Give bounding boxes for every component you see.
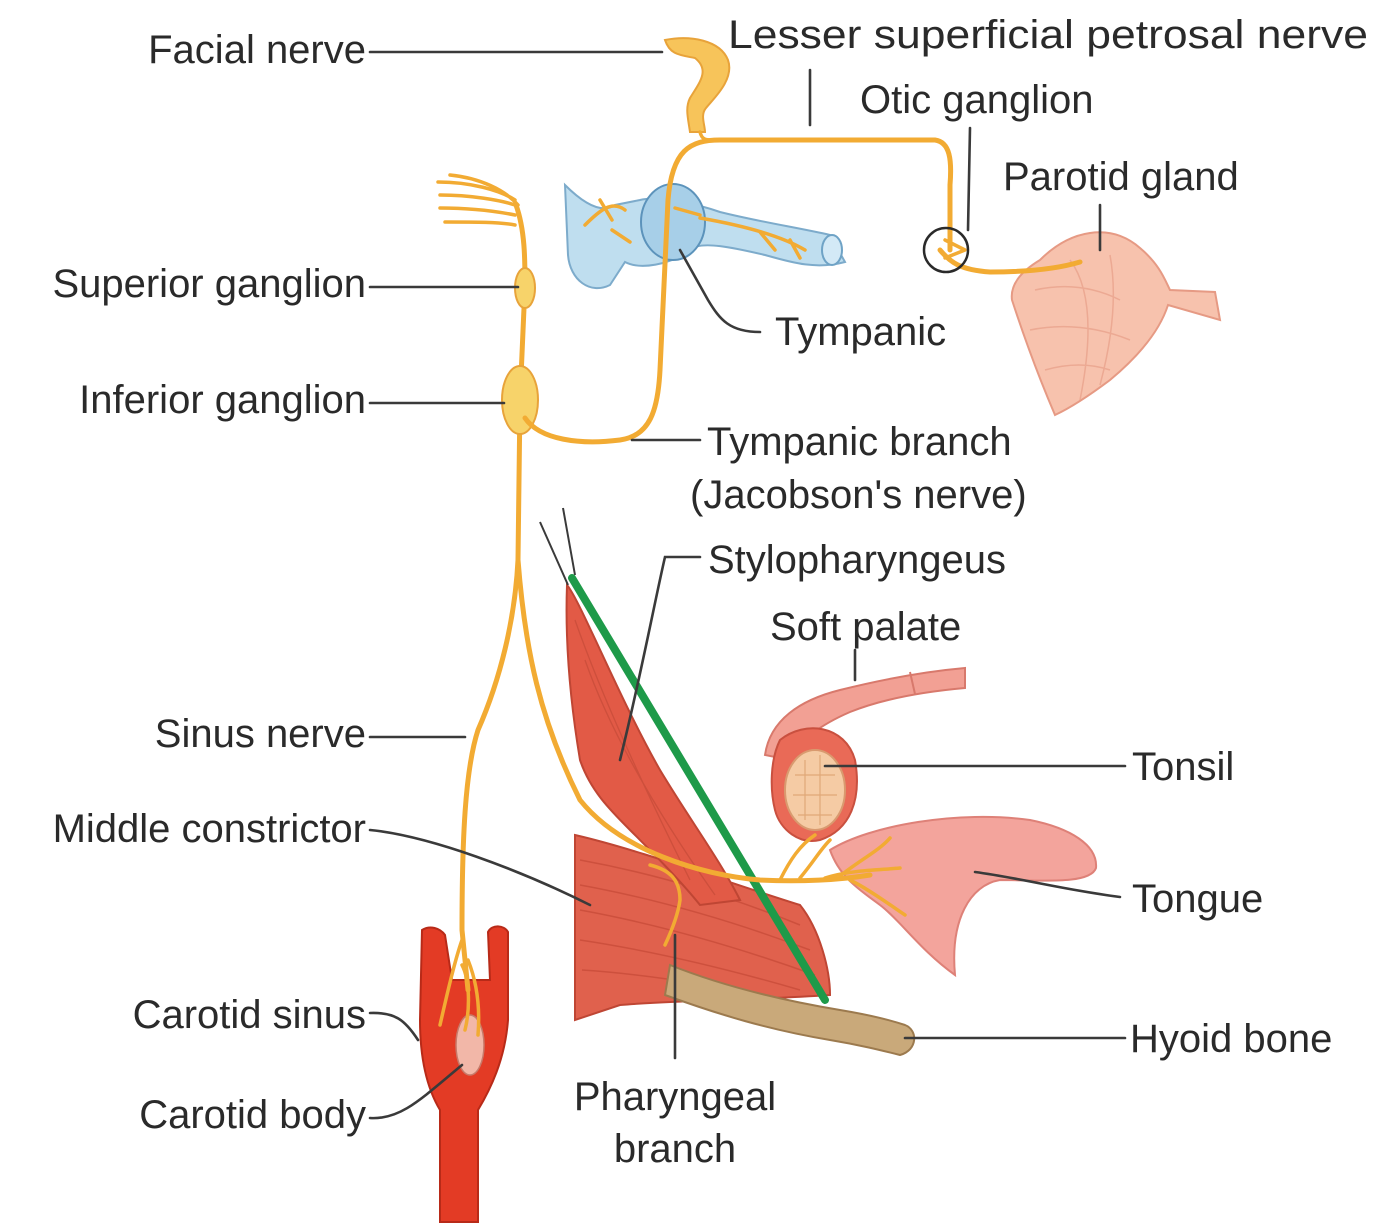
label-stylopharyngeus: Stylopharyngeus	[708, 538, 1006, 582]
label-jacobsons-nerve: (Jacobson's nerve)	[690, 473, 1027, 517]
label-hyoid-bone: Hyoid bone	[1130, 1017, 1332, 1061]
label-otic-ganglion: Otic ganglion	[860, 78, 1093, 122]
label-inferior-ganglion: Inferior ganglion	[79, 378, 366, 422]
label-tympanic-branch: Tympanic branch	[707, 420, 1012, 464]
label-lesser-petrosal-nerve: Lesser superficial petrosal nerve	[728, 13, 1368, 57]
label-pharyngeal-branch: branch	[614, 1127, 736, 1171]
label-carotid-body: Carotid body	[139, 1093, 366, 1137]
label-middle-constrictor: Middle constrictor	[53, 807, 366, 851]
label-tympanic: Tympanic	[775, 310, 946, 354]
label-pharyngeal: Pharyngeal	[574, 1075, 776, 1119]
label-facial-nerve: Facial nerve	[148, 28, 366, 72]
facial-nerve-shape	[665, 38, 729, 132]
label-tonsil: Tonsil	[1132, 745, 1234, 789]
label-soft-palate: Soft palate	[770, 605, 961, 649]
label-sinus-nerve: Sinus nerve	[155, 712, 366, 756]
label-carotid-sinus: Carotid sinus	[133, 993, 366, 1037]
label-tongue: Tongue	[1132, 877, 1263, 921]
parotid-gland-shape	[1012, 232, 1220, 415]
tonsil-shape	[772, 728, 857, 841]
tongue-shape	[830, 817, 1096, 975]
label-parotid-gland: Parotid gland	[1003, 155, 1239, 199]
label-superior-ganglion: Superior ganglion	[52, 262, 366, 306]
ear-structure	[565, 184, 845, 288]
